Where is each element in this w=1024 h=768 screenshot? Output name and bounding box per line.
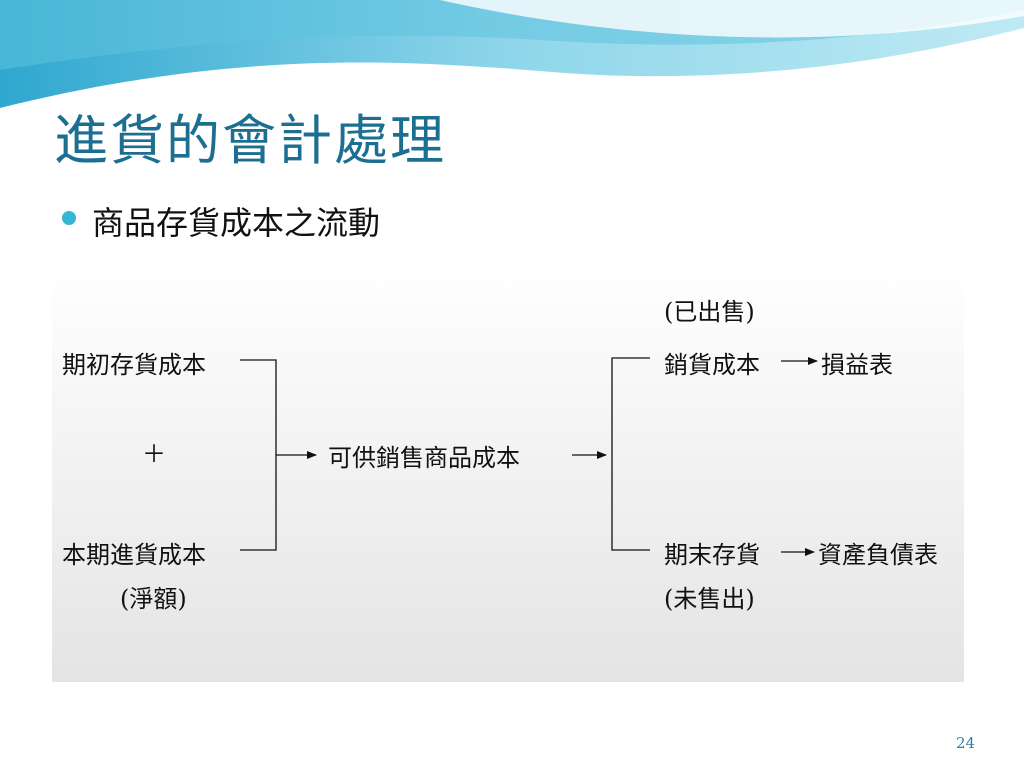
goods-available-label: 可供銷售商品成本 (328, 444, 520, 472)
slide-title: 進貨的會計處理 (54, 109, 446, 172)
bullet-text: 商品存貨成本之流動 (92, 204, 381, 242)
page-number: 24 (956, 734, 976, 752)
sold-note: (已出售) (664, 298, 755, 326)
income-statement-label: 損益表 (821, 351, 893, 379)
net-note: (淨額) (120, 585, 187, 613)
header-wave-decoration (0, 0, 1024, 111)
diagram-panel (52, 263, 964, 682)
balance-sheet-label: 資產負債表 (818, 541, 938, 569)
opening-inventory-label: 期初存貨成本 (62, 351, 206, 379)
ending-inventory-label: 期末存貨 (664, 541, 760, 569)
purchases-label: 本期進貨成本 (62, 541, 206, 569)
bullet-icon (62, 211, 76, 225)
plus-sign: ＋ (142, 440, 166, 468)
cost-of-goods-sold-label: 銷貨成本 (664, 351, 760, 379)
unsold-note: (未售出) (664, 585, 755, 613)
